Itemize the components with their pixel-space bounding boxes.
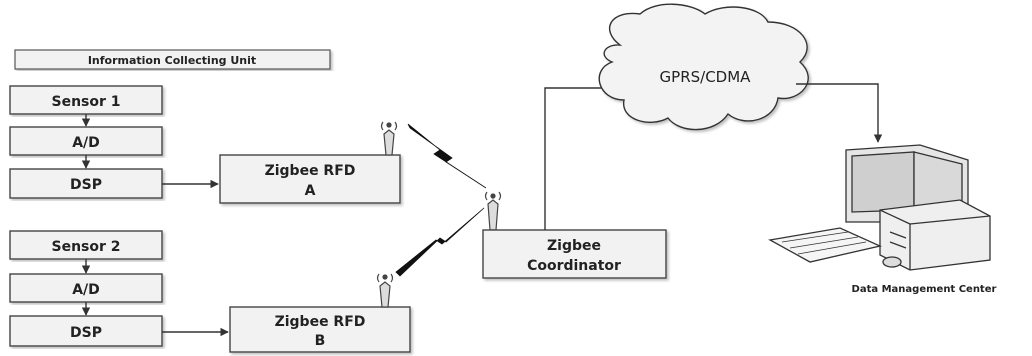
antenna-rfd-b-icon — [376, 273, 394, 308]
ad-2-label: A/D — [72, 282, 100, 298]
sensor-1-box: Sensor 1 — [9, 85, 163, 115]
zigbee-coordinator-box: Zigbee Coordinator — [482, 229, 667, 279]
connector-coordinator-cloud — [544, 83, 615, 230]
coordinator-line1: Zigbee — [547, 238, 601, 254]
gprs-cdma-cloud: GPRS/CDMA — [598, 3, 809, 131]
zigbee-rfd-a-box: Zigbee RFD A — [219, 154, 401, 204]
coordinator-line2: Coordinator — [527, 258, 621, 274]
dsp-2-label: DSP — [70, 325, 102, 341]
dsp-2-box: DSP — [9, 315, 163, 347]
sensor-2-box: Sensor 2 — [9, 230, 163, 260]
rfd-b-line1: Zigbee RFD — [275, 314, 366, 330]
zigbee-rfd-b-box: Zigbee RFD B — [229, 306, 411, 353]
dsp-1-label: DSP — [70, 177, 102, 193]
rfd-b-line2: B — [315, 333, 326, 349]
ad-1-label: A/D — [72, 135, 100, 151]
ad-1-box: A/D — [9, 126, 163, 156]
computer-icon — [768, 144, 991, 271]
antenna-rfd-a-icon — [380, 121, 398, 156]
connector-cloud-center — [796, 83, 883, 143]
sensor-1-label: Sensor 1 — [51, 94, 120, 110]
ad-2-box: A/D — [9, 273, 163, 303]
wireless-link-b-icon — [395, 207, 485, 277]
network-label: GPRS/CDMA — [660, 68, 752, 86]
header-label: Information Collecting Unit — [88, 54, 256, 67]
info-collecting-unit-header: Information Collecting Unit — [14, 49, 331, 70]
sensor-2-label: Sensor 2 — [51, 239, 120, 255]
data-management-center-label: Data Management Center — [852, 284, 997, 295]
dsp-1-box: DSP — [9, 168, 163, 199]
rfd-a-line1: Zigbee RFD — [265, 163, 356, 179]
wireless-link-a-icon — [407, 123, 487, 189]
rfd-a-line2: A — [305, 183, 316, 199]
antenna-coordinator-icon — [484, 191, 502, 231]
